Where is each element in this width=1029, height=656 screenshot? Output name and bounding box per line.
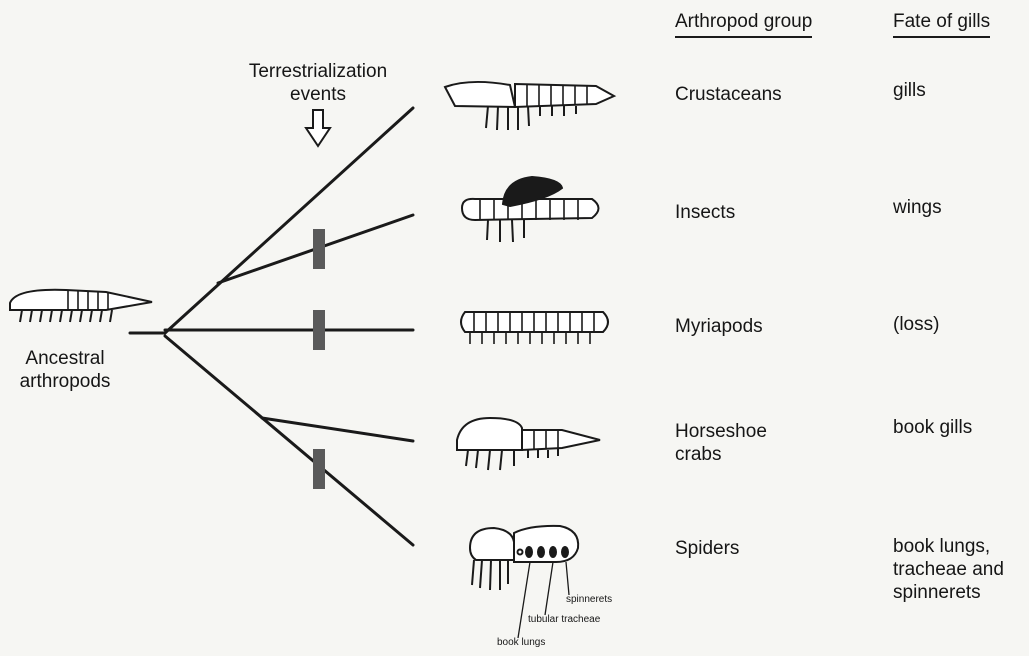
tree-branches — [130, 108, 413, 545]
crustacean-drawing — [445, 82, 614, 130]
event-marker-myriapods — [313, 310, 325, 350]
fate-spiders: book lungs, tracheae and spinnerets — [893, 535, 1004, 604]
group-crustaceans: Crustaceans — [675, 83, 782, 106]
fate-crustaceans: gills — [893, 79, 926, 102]
fate-horseshoe-crabs: book gills — [893, 416, 972, 439]
branch-crustaceans — [165, 108, 413, 333]
terrestrialization-label: Terrestrialization events — [228, 60, 408, 106]
terrestrialization-markers — [313, 229, 325, 489]
event-marker-insects — [313, 229, 325, 269]
down-arrow-icon — [306, 110, 330, 146]
tubular-tracheae-label: tubular tracheae — [528, 614, 600, 626]
header-arthropod-group: Arthropod group — [675, 10, 812, 38]
event-marker-spiders — [313, 449, 325, 489]
group-myriapods: Myriapods — [675, 315, 763, 338]
ancestral-arthropods-label: Ancestral arthropods — [5, 347, 125, 393]
fate-insects: wings — [893, 196, 942, 219]
branch-lower-clade — [165, 336, 413, 545]
myriapod-drawing — [461, 312, 608, 344]
horseshoe-crab-drawing — [457, 418, 600, 470]
spinnerets-label: spinnerets — [566, 594, 612, 606]
group-spiders: Spiders — [675, 537, 739, 560]
book-lungs-label: book lungs — [497, 637, 545, 649]
insect-drawing — [462, 177, 599, 242]
fate-myriapods: (loss) — [893, 313, 939, 336]
ancestral-arthropod-drawing — [10, 290, 152, 322]
header-fate-of-gills: Fate of gills — [893, 10, 990, 38]
group-insects: Insects — [675, 201, 735, 224]
group-horseshoe-crabs: Horseshoe crabs — [675, 420, 767, 466]
